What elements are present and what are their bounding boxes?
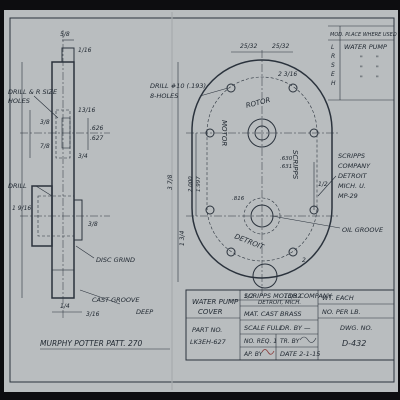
side-leader-drill: [33, 95, 59, 119]
bottom-boss: [252, 263, 278, 289]
side-leader-drill2: [35, 185, 53, 197]
rev-ditto-2: ": [376, 55, 379, 62]
side-disc-grind: DISC GRIND: [96, 256, 135, 264]
note-line-3: MICH. U.: [338, 182, 366, 190]
side-dim-10: 1/4: [60, 303, 70, 310]
side-dim-2: 3/8: [40, 119, 50, 126]
note-line-1: COMPANY: [338, 162, 371, 170]
rev-ditto-1: ": [360, 55, 363, 62]
approved-by: AP. BY: [243, 351, 264, 358]
rev-ditto-5: ": [360, 75, 363, 82]
pattern-reference: MURPHY POTTER PATT. 270: [40, 339, 143, 348]
company-name: SCRIPPS MOTOR COMPANY: [244, 292, 333, 300]
front-dim-5: 3 7/8: [167, 174, 174, 190]
side-drill-label-2: HOLES: [8, 97, 30, 105]
dwg-no: D-432: [342, 339, 366, 348]
no-required: NO. REQ. 1: [244, 338, 277, 345]
front-view: [177, 50, 341, 301]
rev-letter-0: L: [331, 44, 334, 51]
title-block: [185, 289, 395, 361]
front-dim-8: 1 3/4: [179, 230, 186, 246]
cast-letters-mid: SCRIPPS: [291, 150, 299, 180]
rev-ditto-3: ": [360, 65, 363, 72]
side-cast-groove-depth: DEEP: [136, 308, 153, 316]
rev-letter-2: S: [331, 62, 335, 69]
weight-label: WT. EACH: [322, 294, 354, 302]
side-dim-5: .627: [90, 135, 104, 142]
dwg-no-label: DWG. NO.: [340, 324, 372, 332]
company-city: DETROIT, MICH.: [258, 300, 301, 306]
front-outline: [191, 59, 333, 279]
note-line-2: DETROIT: [338, 172, 368, 180]
bolt-hole-8: [288, 247, 298, 257]
front-dim-3: .630: [280, 156, 293, 162]
note-line-0: SCRIPPS: [338, 152, 365, 160]
rev-letter-4: H: [331, 80, 336, 87]
front-dim-2: 2 3/16: [278, 71, 297, 78]
front-dim-6: 2.000: [188, 176, 194, 192]
material: MAT. CAST BRASS: [244, 310, 302, 318]
side-dim-9: 3/8: [88, 221, 98, 228]
side-dim-8: 7/8: [40, 143, 50, 150]
side-dim-6: 3/4: [78, 153, 88, 160]
part-no-label: PART NO.: [192, 326, 222, 334]
front-dim-12: 13/32: [284, 293, 301, 300]
rev-entry-0: WATER PUMP: [344, 43, 387, 51]
bolt-hole-2: [288, 83, 298, 93]
side-cast-groove: CAST GROOVE: [92, 296, 140, 304]
side-dim-3: 13/16: [78, 107, 95, 114]
front-dim-9: .816: [232, 196, 245, 202]
front-dim-13: 2: [302, 257, 306, 264]
bolt-hole-7: [226, 247, 236, 257]
front-dim-4: .631: [280, 164, 292, 170]
side-leader-disc: [75, 245, 95, 259]
front-holes-label: 8-HOLES: [150, 92, 178, 100]
part-name-1: WATER PUMP: [192, 298, 239, 306]
oil-groove-label: OIL GROOVE: [342, 226, 384, 234]
rev-letter-3: E: [331, 71, 335, 78]
note-line-4: MP-29: [338, 192, 358, 200]
bolt-hole-5: [205, 205, 215, 215]
per-lb-label: NO. PER LB.: [322, 308, 361, 316]
scale: SCALE FULL: [244, 324, 283, 332]
cast-letters-low: MOTOR: [220, 120, 228, 146]
side-leader-groove: [79, 289, 121, 305]
rev-ditto-4: ": [376, 65, 379, 72]
side-dim-4: .626: [90, 125, 104, 132]
side-dim-7: 1 9/16: [12, 205, 31, 212]
side-dim-0: 5/8: [60, 31, 70, 38]
side-drill-label-3: DRILL: [8, 182, 27, 190]
front-dim-1: 25/32: [272, 43, 289, 50]
note-leader: [317, 175, 337, 197]
traced-by: TR. BY: [280, 338, 301, 345]
front-leader-oil: [271, 215, 341, 229]
front-drill-label: DRILL #10 (.193): [150, 82, 206, 90]
rev-header: MOD. PLACE WHERE USED: [330, 32, 397, 38]
side-drill-label-1: DRILL & R SIZE: [8, 88, 58, 96]
rev-ditto-6: ": [376, 75, 379, 82]
front-leader-drill: [199, 87, 229, 97]
title-block-frame: [185, 289, 395, 361]
traced-signature: [299, 336, 317, 343]
rev-letter-1: R: [331, 53, 335, 60]
approval-signature: [261, 349, 275, 355]
drawn-by: DR. BY —: [280, 324, 311, 332]
side-view: [20, 30, 121, 320]
date: DATE 2-1-15: [280, 350, 320, 358]
side-dim-1: 1/16: [78, 47, 92, 54]
front-dim-11: 1/2: [244, 293, 254, 300]
revision-table: [328, 25, 394, 101]
front-dim-7: 1.997: [196, 176, 202, 192]
front-dim-10: 1/2: [318, 181, 328, 188]
part-no: LK3EH-627: [190, 338, 227, 346]
front-dim-0: 25/32: [240, 43, 257, 50]
side-dim-11: 3/16: [86, 311, 100, 318]
part-name-2: COVER: [198, 308, 223, 316]
front-inner-dashed: [206, 76, 318, 262]
sheet-border: [9, 17, 395, 383]
